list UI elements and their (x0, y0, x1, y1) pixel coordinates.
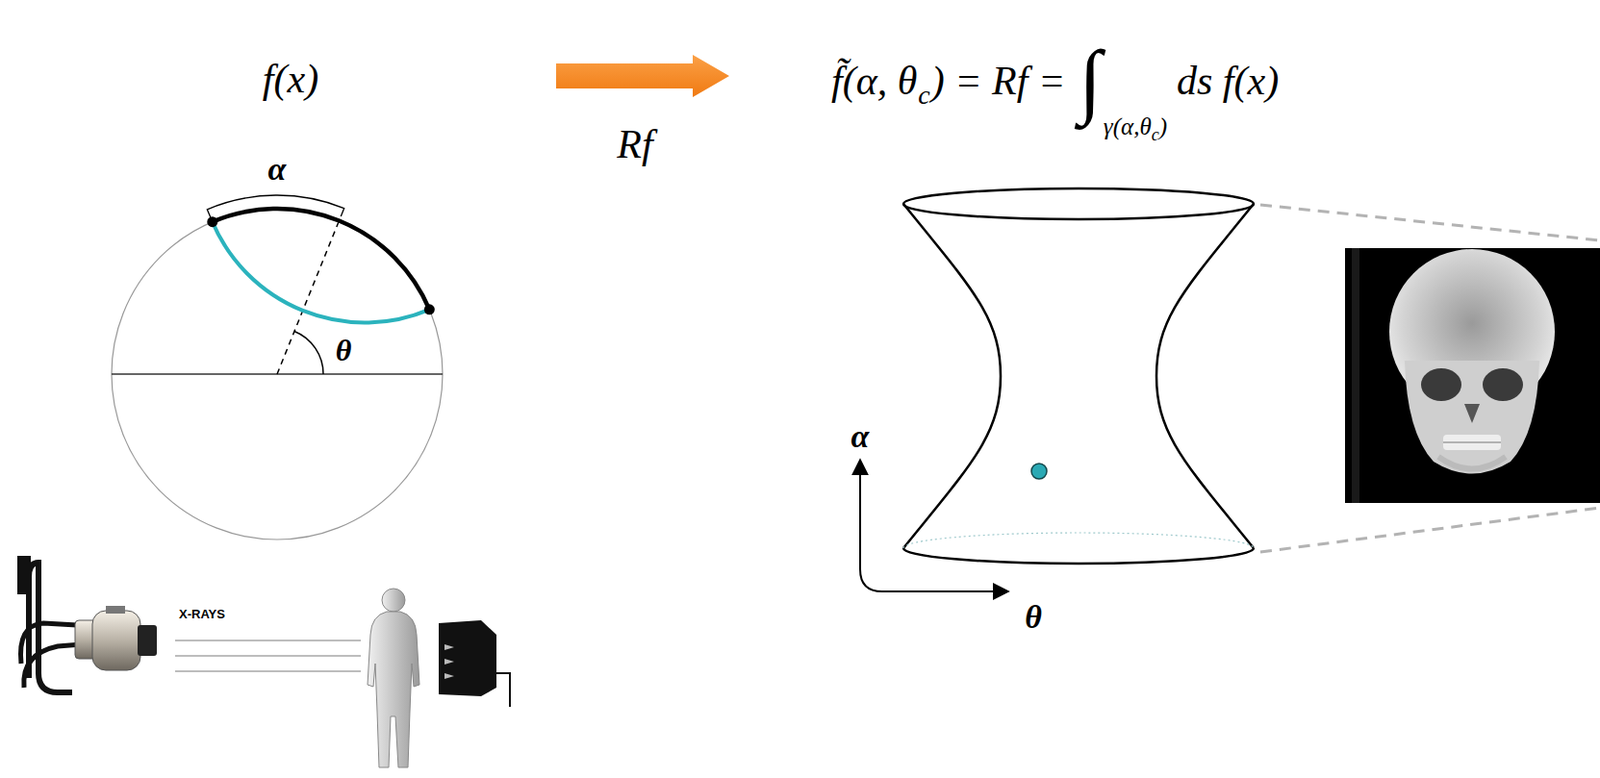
transform-arrow (556, 54, 730, 98)
xray-image (1345, 248, 1600, 504)
endpoint-dot (206, 216, 218, 228)
disk-boundary (111, 208, 443, 540)
alpha-bracket (206, 195, 344, 218)
poincare-disk (111, 195, 443, 540)
hyperboloid-surface (903, 188, 1254, 564)
function-label: f(x) (262, 58, 319, 100)
bisector-line (277, 221, 339, 375)
formula-subscript: ) (1159, 113, 1168, 141)
arc-length-label: α (268, 152, 287, 186)
zoom-lines (1260, 204, 1600, 553)
operator-label: Rf (616, 124, 653, 165)
axis-label: α (851, 420, 870, 454)
formula-part: ds f(x) (1176, 58, 1279, 103)
xray-label: X-RAYS (178, 608, 226, 621)
angle-label: θ (335, 334, 353, 366)
geodesic-curve (212, 222, 431, 324)
axes (860, 459, 1009, 592)
axis-label: θ (1024, 601, 1042, 635)
formula-subscript: c (917, 80, 930, 111)
xray-setup (17, 556, 510, 768)
sample-point (1031, 463, 1047, 480)
integral-sign: ∫ (1078, 34, 1102, 127)
formula-subscript: c (1151, 126, 1160, 146)
formula-subscript: γ(α,θ (1103, 113, 1152, 141)
radon-formula: f̃(α, θc) = Rf =∫γ(α,θc)ds f(x) (831, 21, 1279, 113)
boundary-arc (212, 208, 431, 310)
formula-part: ) = Rf = (931, 58, 1067, 103)
angle-arc (294, 330, 324, 375)
endpoint-dot (424, 304, 435, 315)
formula-part: f̃(α, θ (831, 58, 917, 103)
